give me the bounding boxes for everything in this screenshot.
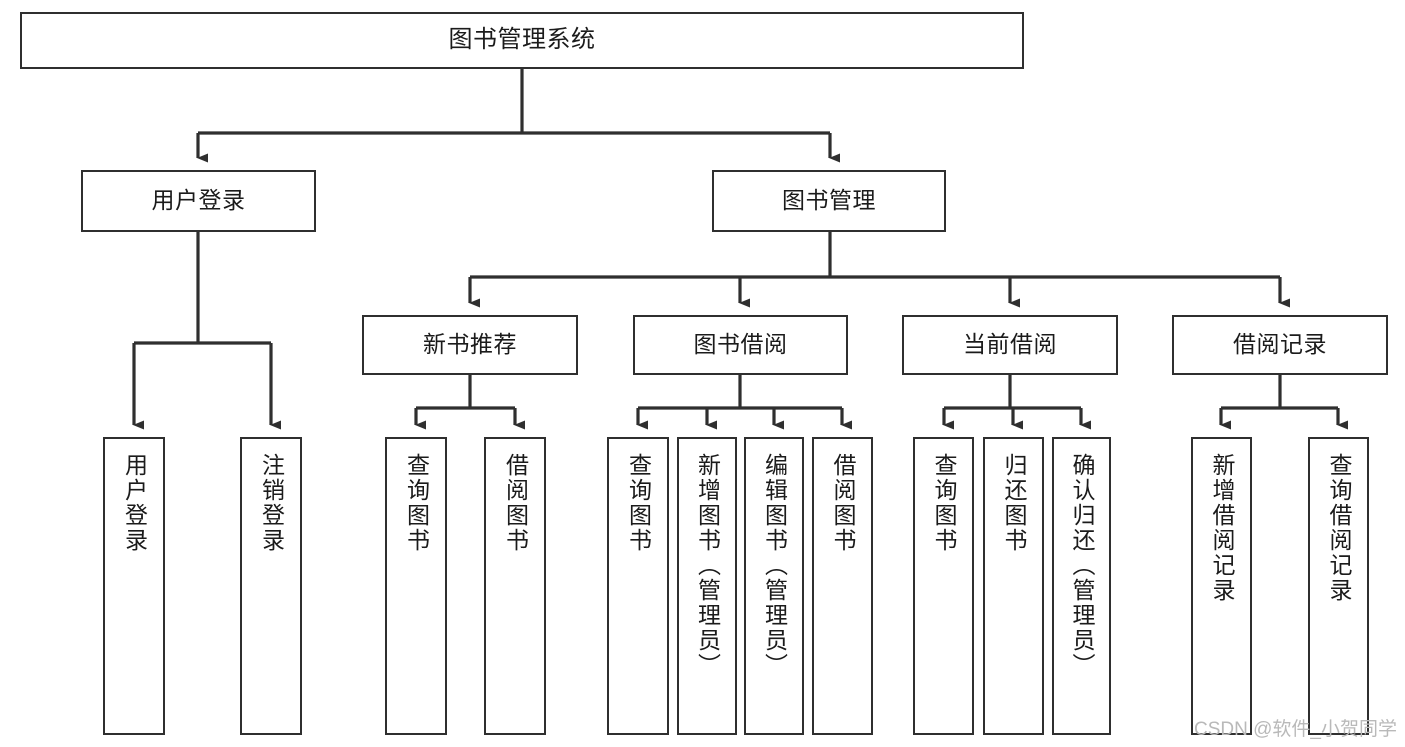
node-leaf-query-book-recommend[interactable]: 查询图书 [385, 437, 447, 735]
node-leaf-borrow-book-recommend[interactable]: 借阅图书 [484, 437, 546, 735]
node-label: 图书借阅 [693, 331, 788, 358]
edge-root-to-level2 [196, 69, 840, 163]
node-leaf-query-book-borrow[interactable]: 查询图书 [607, 437, 669, 735]
node-leaf-user-login[interactable]: 用户登录 [103, 437, 165, 735]
node-leaf-confirm-return[interactable]: 确认归还（管理员） [1052, 437, 1111, 735]
node-label: 借阅图书 [502, 453, 529, 553]
node-leaf-add-book[interactable]: 新增图书（管理员） [677, 437, 737, 735]
node-label: 当前借阅 [963, 331, 1057, 358]
node-label: 图书管理 [782, 187, 876, 214]
node-leaf-return-book[interactable]: 归还图书 [983, 437, 1044, 735]
node-leaf-edit-book[interactable]: 编辑图书（管理员） [744, 437, 804, 735]
node-label: 新增图书（管理员） [694, 453, 721, 678]
node-label: 注销登录 [258, 453, 285, 553]
node-leaf-logout[interactable]: 注销登录 [240, 437, 302, 735]
node-borrow-records[interactable]: 借阅记录 [1172, 315, 1388, 375]
node-current-borrow[interactable]: 当前借阅 [902, 315, 1118, 375]
node-label: 确认归还（管理员） [1069, 453, 1095, 678]
node-leaf-borrow-book[interactable]: 借阅图书 [812, 437, 873, 735]
node-book-borrow[interactable]: 图书借阅 [633, 315, 848, 375]
node-label: 查询图书 [625, 453, 652, 553]
node-label: 编辑图书（管理员） [761, 453, 788, 678]
node-leaf-query-book-current[interactable]: 查询图书 [913, 437, 974, 735]
node-label: 借阅图书 [830, 453, 856, 553]
edge-borrowrecords-to-leaves [1219, 375, 1348, 430]
node-new-book-recommend[interactable]: 新书推荐 [362, 315, 578, 375]
node-root-system[interactable]: 图书管理系统 [20, 12, 1024, 69]
edge-bookborrow-to-leaves [636, 375, 852, 430]
watermark-text: CSDN @软件_小贺同学 [1194, 719, 1397, 740]
node-label: 用户登录 [121, 453, 148, 553]
node-label: 查询图书 [931, 453, 957, 553]
node-label: 新增借阅记录 [1209, 453, 1235, 603]
edge-newbook-to-leaves [414, 375, 525, 430]
node-label: 归还图书 [1001, 453, 1027, 553]
node-label: 用户登录 [151, 187, 246, 214]
node-leaf-query-borrow-record[interactable]: 查询借阅记录 [1308, 437, 1369, 735]
edge-userlogin-to-leaves [132, 232, 281, 430]
node-label: 借阅记录 [1233, 331, 1327, 358]
node-label: 图书管理系统 [448, 26, 596, 54]
node-label: 查询图书 [403, 453, 430, 553]
node-book-management[interactable]: 图书管理 [712, 170, 946, 232]
node-user-login[interactable]: 用户登录 [81, 170, 316, 232]
edge-currentborrow-to-leaves [942, 375, 1091, 430]
node-label: 新书推荐 [423, 331, 517, 358]
node-label: 查询借阅记录 [1326, 453, 1352, 603]
node-leaf-add-borrow-record[interactable]: 新增借阅记录 [1191, 437, 1252, 735]
edge-bookmgmt-to-level3 [468, 232, 1290, 308]
